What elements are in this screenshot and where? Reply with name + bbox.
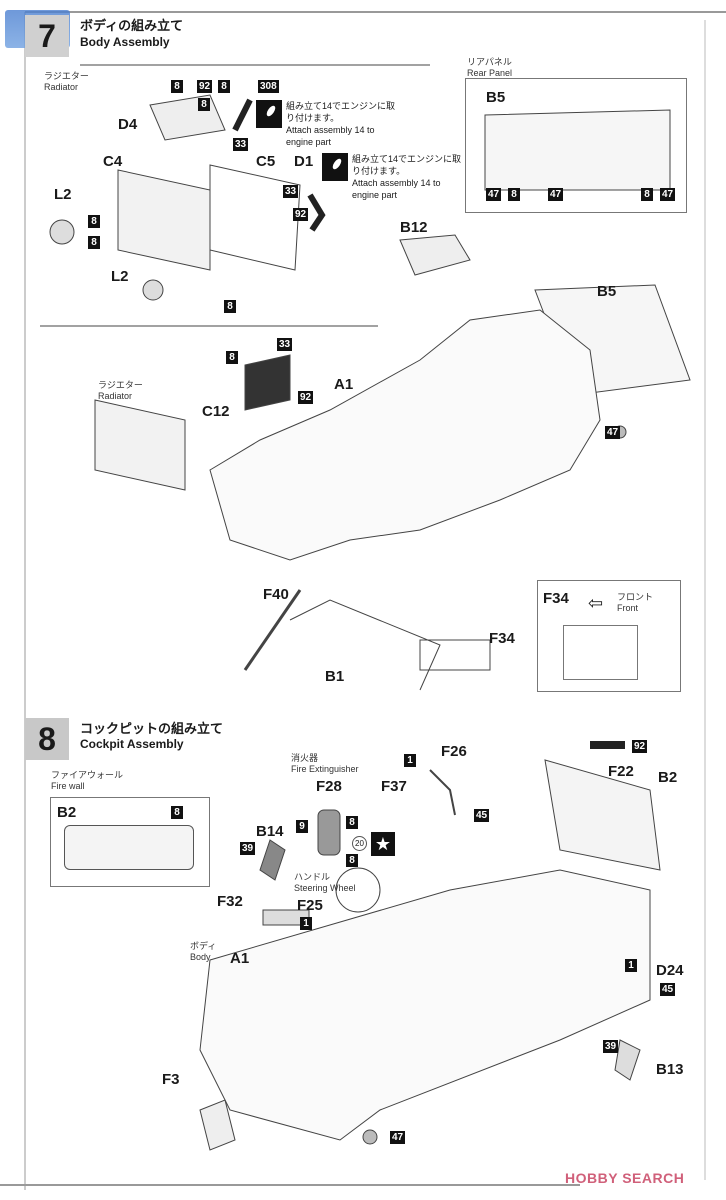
part-label: B5 (486, 89, 506, 106)
paint-badge: 8 (171, 806, 183, 819)
paint-badge: 47 (390, 1131, 406, 1144)
part-label: C5 (256, 153, 276, 170)
paint-badge: 8 (508, 188, 520, 201)
part-label: B5 (597, 283, 617, 300)
step-8-title-jp: コックピットの組み立て (80, 721, 224, 736)
part-label: D4 (118, 116, 138, 133)
tool-icon (322, 153, 348, 181)
part-label: B1 (325, 668, 345, 685)
paint-badge: 45 (660, 983, 676, 996)
note-attach-engine-2: 組み立て14でエンジンに取り付けます。Attach assembly 14 to… (322, 153, 462, 201)
paint-badge: 308 (258, 80, 279, 93)
paint-badge: 33 (233, 138, 249, 151)
part-label: D1 (294, 153, 314, 170)
paint-badge: 8 (226, 351, 238, 364)
part-label: B14 (256, 823, 284, 840)
part-label: L2 (111, 268, 129, 285)
paint-badge: 8 (198, 98, 210, 111)
paint-badge: 39 (240, 842, 256, 855)
part-label: D24 (656, 962, 684, 979)
part-label: F37 (381, 778, 407, 795)
paint-badge: 1 (404, 754, 416, 767)
paint-badge: 8 (88, 236, 100, 249)
decal-star-icon: ★ (371, 832, 395, 856)
rear-panel-inset (465, 78, 687, 213)
paint-badge: 33 (277, 338, 293, 351)
paint-badge: 8 (171, 80, 183, 93)
part-label: F32 (217, 893, 243, 910)
part-label: B12 (400, 219, 428, 236)
paint-badge: 92 (632, 740, 648, 753)
firewall-part (64, 825, 194, 870)
paint-badge: 8 (346, 854, 358, 867)
paint-badge: 47 (660, 188, 676, 201)
paint-badge: 92 (197, 80, 213, 93)
part-label: F22 (608, 763, 634, 780)
paint-badge: 8 (346, 816, 358, 829)
paint-circle-badge: 20 (352, 836, 367, 851)
part-label: F26 (441, 743, 467, 760)
part-label: L2 (54, 186, 72, 203)
step-8-number: 8 (25, 718, 69, 760)
paint-badge: 8 (218, 80, 230, 93)
part-label: F34 (543, 590, 569, 607)
f34-front-inset (537, 580, 681, 692)
paint-badge: 47 (548, 188, 564, 201)
part-label: C12 (202, 403, 230, 420)
paint-badge: 1 (625, 959, 637, 972)
paint-badge: 45 (474, 809, 490, 822)
watermark-hobby-search: HOBBY SEARCH (565, 1170, 685, 1186)
paint-badge: 47 (486, 188, 502, 201)
firewall-inset (50, 797, 210, 887)
part-label: A1 (334, 376, 354, 393)
note-attach-engine-1: 組み立て14でエンジンに取り付けます。Attach assembly 14 to… (256, 100, 396, 148)
part-label: F3 (162, 1071, 180, 1088)
paint-badge: 8 (88, 215, 100, 228)
paint-badge: 1 (300, 917, 312, 930)
arrow-left-icon: ⇦ (588, 593, 604, 613)
part-label: F28 (316, 778, 342, 795)
part-label: F40 (263, 586, 289, 603)
paint-badge: 33 (283, 185, 299, 198)
paint-badge: 39 (603, 1040, 619, 1053)
part-label: B13 (656, 1061, 684, 1078)
part-label: A1 (230, 950, 250, 967)
part-label: B2 (57, 804, 77, 821)
tool-icon (256, 100, 282, 128)
step-7-number: 7 (25, 15, 69, 57)
paint-badge: 92 (298, 391, 314, 404)
part-label: C4 (103, 153, 123, 170)
paint-badge: 8 (224, 300, 236, 313)
part-label: F25 (297, 897, 323, 914)
paint-badge: 92 (293, 208, 309, 221)
step-7-title-en: Body Assembly (80, 35, 170, 49)
part-label: B2 (658, 769, 678, 786)
part-label: F34 (489, 630, 515, 647)
paint-badge: 47 (605, 426, 621, 439)
step-7-title-jp: ボディの組み立て (80, 18, 184, 33)
f34-part-outline (563, 625, 638, 680)
paint-badge: 8 (641, 188, 653, 201)
step-8-title-en: Cockpit Assembly (80, 737, 184, 751)
paint-badge: 9 (296, 820, 308, 833)
